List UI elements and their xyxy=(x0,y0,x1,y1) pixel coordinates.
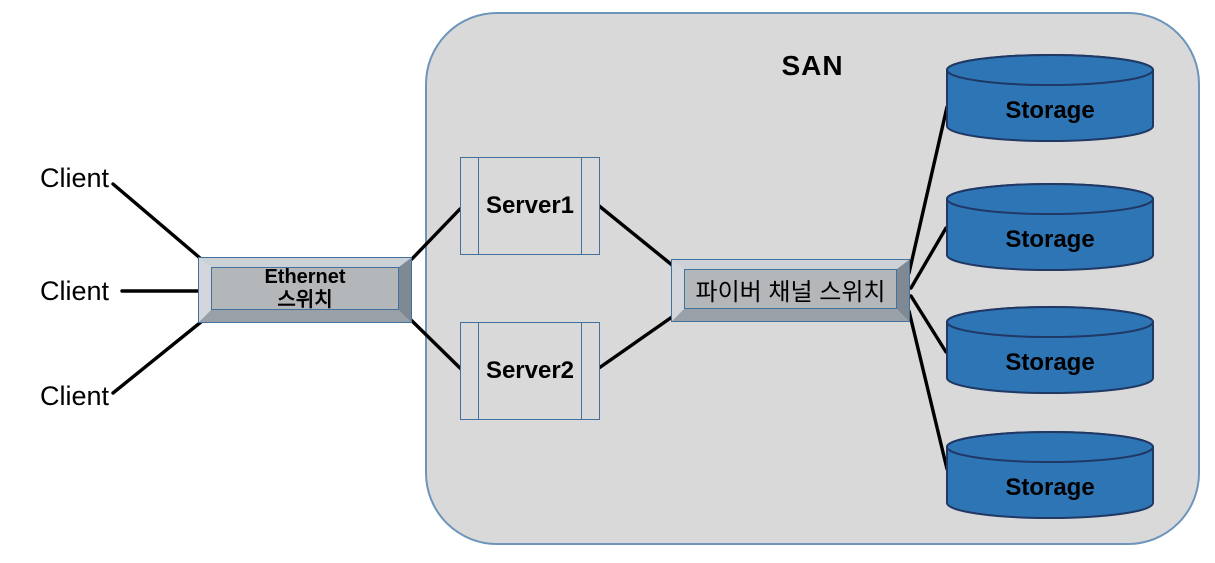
fiber-channel-switch-panel: 파이버 채널 스위치 xyxy=(684,269,897,309)
ethernet-switch-bevel xyxy=(199,258,411,322)
storage-node-3: Storage xyxy=(945,305,1155,395)
ethernet-switch-node: Ethernet 스위치 xyxy=(198,257,412,323)
wire-ethernet-server1 xyxy=(407,207,462,264)
wire-client3-ethernet xyxy=(111,320,203,395)
storage-label-3: Storage xyxy=(1005,349,1095,376)
san-zone-title: SAN xyxy=(781,50,844,81)
client-label-3: Client xyxy=(40,381,110,411)
storage-cylinder-icon xyxy=(946,306,1154,394)
wire-fiber-storage2 xyxy=(909,226,948,290)
client-label-2: Client xyxy=(40,276,110,306)
storage-cylinder-icon xyxy=(946,54,1154,142)
fiber-channel-switch-label: 파이버 채널 스위치 xyxy=(695,278,886,306)
storage-label-2: Storage xyxy=(1005,226,1095,253)
wire-fiber-storage3 xyxy=(909,294,948,354)
server2-label: Server2 xyxy=(485,357,575,384)
ethernet-switch-panel: Ethernet 스위치 xyxy=(211,265,399,311)
server1-left-panel-line xyxy=(478,158,479,254)
server1-node: Server1 xyxy=(460,157,600,255)
server1-label: Server1 xyxy=(485,192,575,219)
storage-node-1: Storage xyxy=(945,53,1155,143)
ethernet-switch-label-line2: 스위치 xyxy=(277,288,333,311)
server2-node: Server2 xyxy=(460,322,600,420)
fiber-channel-switch-bevel xyxy=(672,260,909,321)
storage-node-2: Storage xyxy=(945,182,1155,272)
wire-ethernet-server2 xyxy=(407,316,463,371)
fiber-channel-switch-node: 파이버 채널 스위치 xyxy=(671,259,910,322)
wire-client1-ethernet xyxy=(111,182,202,260)
client-label-1: Client xyxy=(40,163,110,193)
server2-right-panel-line xyxy=(581,323,582,419)
wire-fiber-storage4 xyxy=(907,309,949,471)
storage-label-4: Storage xyxy=(1005,474,1095,501)
wire-server2-fiber xyxy=(597,315,674,370)
wire-server1-fiber xyxy=(596,203,674,267)
server2-left-panel-line xyxy=(478,323,479,419)
ethernet-switch-label-line1: Ethernet xyxy=(264,265,346,288)
storage-cylinder-icon xyxy=(946,431,1154,519)
storage-node-4: Storage xyxy=(945,430,1155,520)
server1-right-panel-line xyxy=(581,158,582,254)
wire-fiber-storage1 xyxy=(907,105,949,275)
storage-label-1: Storage xyxy=(1005,97,1095,124)
storage-cylinder-icon xyxy=(946,183,1154,271)
